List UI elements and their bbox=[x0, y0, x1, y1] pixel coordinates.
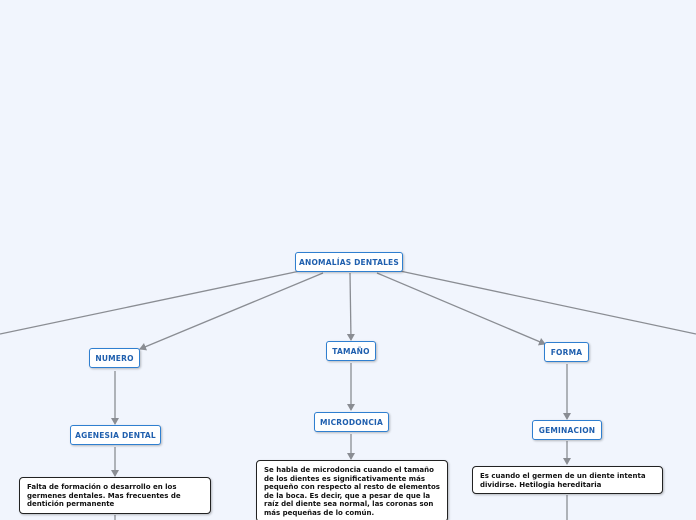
subtopic-microdoncia[interactable]: MICRODONCIA bbox=[314, 412, 389, 432]
connector-root-forma bbox=[376, 272, 546, 346]
root-topic-node[interactable]: ANOMALÍAS DENTALES bbox=[295, 252, 403, 272]
subtopic-geminacion[interactable]: GEMINACION bbox=[532, 420, 602, 440]
subtopic-agenesia-dental[interactable]: AGENESIA DENTAL bbox=[70, 425, 161, 445]
connector-root-offscreen-right bbox=[399, 270, 696, 335]
connector-root-offscreen-left bbox=[0, 270, 301, 335]
note-geminacion[interactable]: Es cuando el germen de un diente intenta… bbox=[472, 466, 663, 494]
note-microdoncia[interactable]: Se habla de microdoncia cuando el tamaño… bbox=[256, 460, 448, 520]
note-agenesia-dental[interactable]: Falta de formación o desarrollo en los g… bbox=[19, 477, 211, 514]
topic-tamano[interactable]: TAMAÑO bbox=[326, 341, 376, 361]
topic-numero[interactable]: NUMERO bbox=[89, 348, 140, 368]
topic-forma[interactable]: FORMA bbox=[544, 342, 589, 362]
connector-root-tamano bbox=[346, 272, 355, 341]
connector-root-numero bbox=[139, 272, 324, 351]
